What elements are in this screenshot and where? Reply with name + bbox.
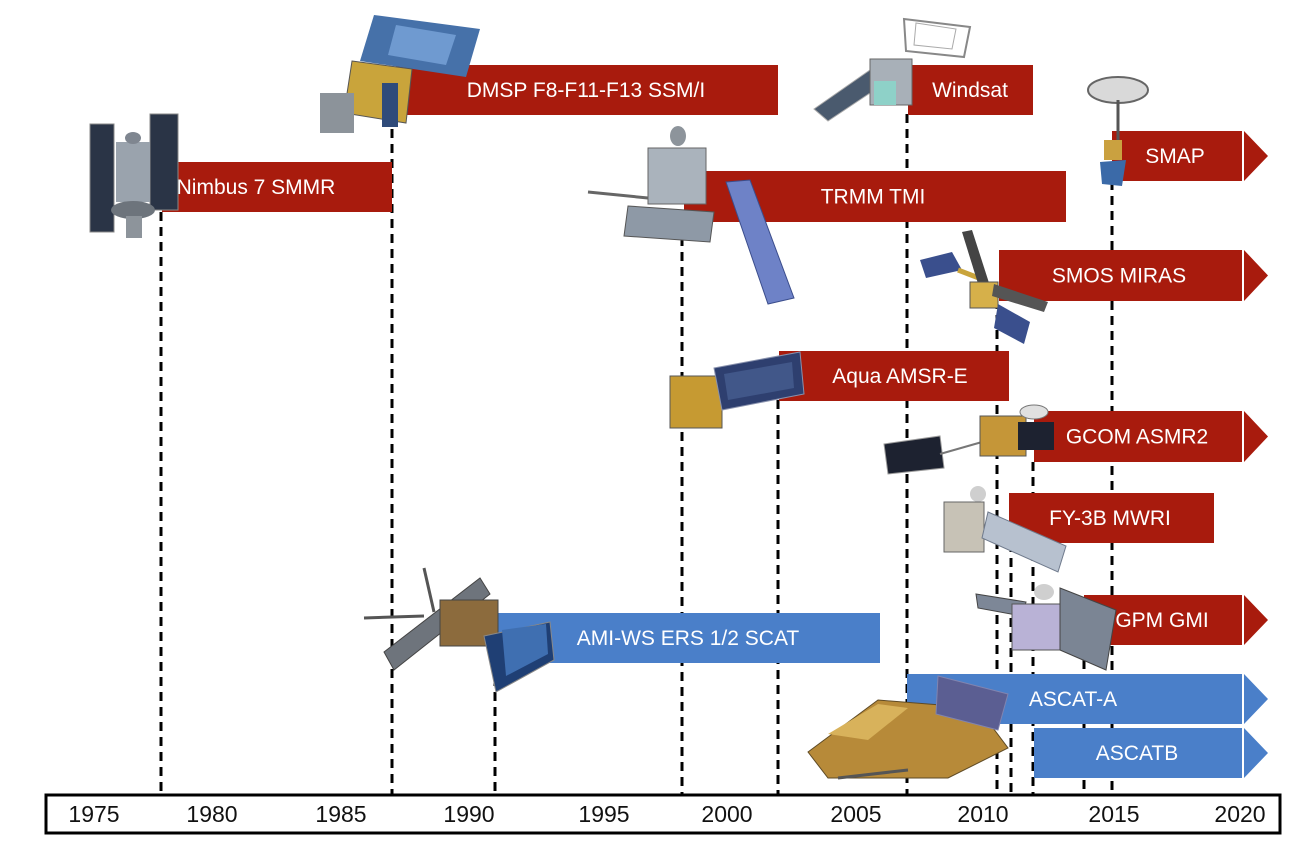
year-label: 1990 (443, 801, 494, 827)
ongoing-arrow-icon (1244, 131, 1268, 181)
mission-bar: Nimbus 7 SMMR (162, 162, 392, 212)
trmm-satellite-icon (587, 126, 795, 305)
mission-bar: FY-3B MWRI (1009, 493, 1214, 543)
ongoing-arrow-icon (1244, 595, 1268, 645)
fy3b-satellite-icon (943, 486, 1067, 573)
mission-label: GCOM ASMR2 (1066, 426, 1208, 449)
year-label: 2015 (1088, 801, 1139, 827)
mission-bar-shape (495, 613, 880, 663)
mission-bar-shape (1009, 493, 1214, 543)
metop-satellite-icon (807, 675, 1009, 780)
year-label: 2010 (957, 801, 1008, 827)
mission-label: ASCATB (1096, 742, 1178, 765)
mission-label: ASCAT-A (1029, 688, 1117, 711)
mission-bar-shape (1034, 411, 1242, 462)
mission-label: SMOS MIRAS (1052, 265, 1186, 288)
year-label: 1975 (68, 801, 119, 827)
mission-label: Nimbus 7 SMMR (177, 176, 336, 199)
mission-label: Windsat (932, 79, 1008, 102)
mission-bar: AMI-WS ERS 1/2 SCAT (495, 613, 880, 663)
mission-bar-shape (1034, 728, 1242, 778)
year-axis: 1975 1980 1985 1990 1995 2000 2005 2010 2015 2020 (44, 793, 1282, 835)
year-label: 2000 (701, 801, 752, 827)
mission-label: DMSP F8-F11-F13 SSM/I (467, 79, 705, 102)
mission-bar-shape (999, 250, 1242, 301)
mission-bar: SMOS MIRAS (999, 250, 1268, 301)
mission-label: Aqua AMSR-E (832, 365, 967, 388)
year-label: 1980 (186, 801, 237, 827)
year-label: 1995 (578, 801, 629, 827)
mission-label: TRMM TMI (821, 186, 926, 209)
ongoing-arrow-icon (1244, 411, 1268, 462)
mission-label: GPM GMI (1115, 609, 1208, 632)
year-labels: 1975 1980 1985 1990 1995 2000 2005 2010 2015 2020 (68, 801, 1265, 827)
year-label: 2020 (1214, 801, 1265, 827)
mission-bar-shape (779, 351, 1009, 401)
nimbus-satellite-icon (89, 113, 179, 238)
mission-label: SMAP (1145, 145, 1205, 168)
gpm-satellite-icon (975, 584, 1117, 671)
mission-bar: ASCATB (1034, 728, 1268, 778)
mission-bar-shape (162, 162, 392, 212)
mission-bar-shape (908, 65, 1033, 115)
year-label: 1985 (315, 801, 366, 827)
ers-satellite-icon (363, 567, 555, 693)
ongoing-arrow-icon (1244, 728, 1268, 778)
smap-satellite-icon (1087, 76, 1149, 186)
mission-bar: Aqua AMSR-E (779, 351, 1009, 401)
dmsp-satellite-icon (320, 15, 480, 133)
axis-frame (44, 793, 1282, 835)
mission-bar: GCOM ASMR2 (1034, 411, 1268, 462)
mission-label: AMI-WS ERS 1/2 SCAT (577, 627, 800, 650)
ongoing-arrow-icon (1244, 250, 1268, 301)
mission-bar: SMAP (1112, 131, 1268, 181)
mission-bar-shape (1112, 131, 1242, 181)
windsat-satellite-icon (813, 17, 972, 122)
mission-label: FY-3B MWRI (1049, 507, 1171, 530)
satellite-illustrations (89, 15, 1149, 780)
smos-satellite-icon (920, 230, 1048, 344)
aqua-satellite-icon (669, 351, 805, 429)
mission-bar: Windsat (908, 65, 1033, 115)
ongoing-arrow-icon (1244, 674, 1268, 724)
year-label: 2005 (830, 801, 881, 827)
gcom-satellite-icon (883, 404, 1054, 475)
